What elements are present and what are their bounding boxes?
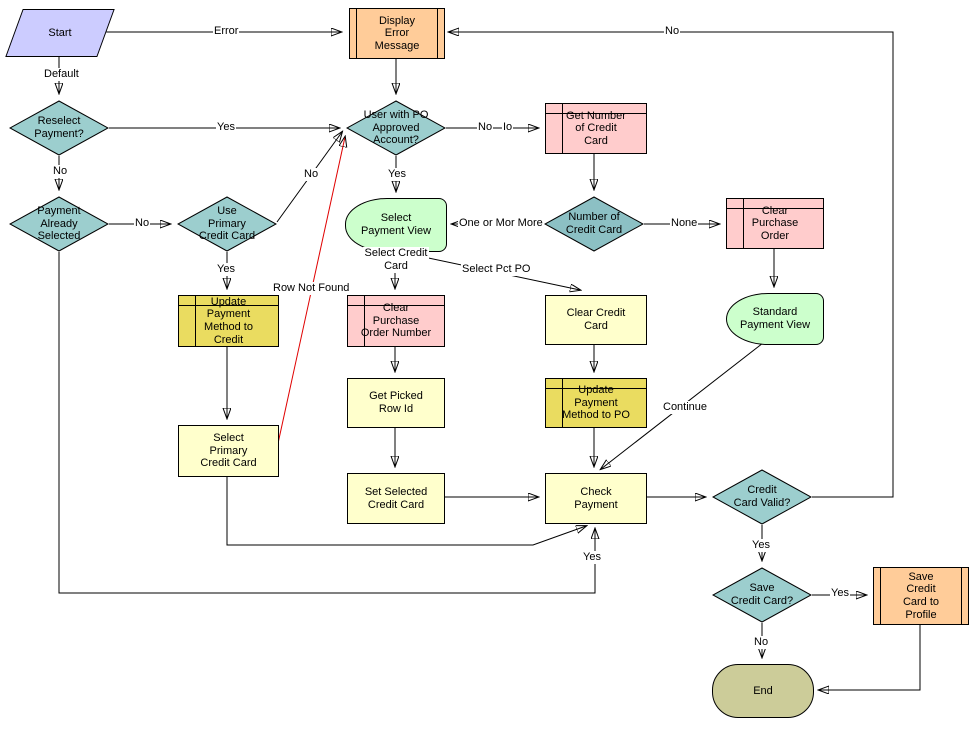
diamond-shape [712, 469, 812, 525]
table-column-divider [562, 104, 563, 153]
node-set-selected-credit-card[interactable]: Set Selected Credit Card [347, 473, 445, 524]
table-header-divider [179, 305, 278, 306]
table-header-divider [546, 388, 646, 389]
node-update-payment-method-to-po[interactable]: Update Payment Method to PO [545, 378, 647, 428]
edge-label-select-credit-card: Select Credit Card [363, 247, 429, 273]
table-header-divider [348, 305, 444, 306]
node-clear-credit-card[interactable]: Clear Credit Card [545, 295, 647, 345]
edge-label-continue: Continue [662, 401, 709, 414]
node-user-with-po-approved-account[interactable]: User with PO Approved Account? [346, 100, 446, 156]
table-header-divider [727, 208, 823, 209]
diamond-shape [544, 196, 644, 252]
edge-label-io-user-po: Io [502, 121, 514, 134]
edge-label-select-pct-po: Select Pct PO [461, 263, 532, 276]
table-column-divider [562, 379, 563, 427]
node-number-of-credit-card[interactable]: Number of Credit Card [544, 196, 644, 252]
edge-label-no-use-primary: No [303, 168, 320, 181]
node-display-error-message[interactable]: Display Error Message [349, 8, 445, 59]
edge-label-yes-use-primary: Yes [216, 263, 236, 276]
edge-label-no-user-po: No [477, 121, 494, 134]
node-update-payment-method-to-credit[interactable]: Update Payment Method to Credit [178, 295, 279, 347]
edge-label-error: Error [213, 25, 240, 38]
edge-profile-to-end [819, 623, 921, 690]
node-end[interactable]: End [712, 664, 814, 718]
edge-label-yes-payment-already: Yes [582, 551, 602, 564]
table-header-divider [546, 113, 646, 114]
node-standard-payment-view[interactable]: Standard Payment View [726, 293, 824, 345]
node-start[interactable]: Start [5, 9, 115, 57]
node-clear-purchase-order-number[interactable]: Clear Purchase Order Number [347, 295, 445, 347]
node-clear-purchase-order[interactable]: Clear Purchase Order [726, 198, 824, 249]
node-get-number-of-credit-card[interactable]: Get Number of Credit Card [545, 103, 647, 154]
edge-label-yes-user-po: Yes [387, 168, 407, 181]
node-use-primary-credit-card[interactable]: Use Primary Credit Card [177, 196, 277, 252]
diamond-shape [9, 196, 109, 252]
edge-label-default: Default [43, 68, 80, 81]
node-select-primary-credit-card[interactable]: Select Primary Credit Card [178, 425, 279, 477]
diamond-shape [9, 100, 109, 156]
diamond-shape [712, 567, 812, 623]
node-save-credit-card[interactable]: Save Credit Card? [712, 567, 812, 623]
node-reselect-payment[interactable]: Reselect Payment? [9, 100, 109, 156]
diamond-shape [346, 100, 446, 156]
edge-label-none: None [670, 217, 699, 230]
diamond-shape [177, 196, 277, 252]
edge-label-yes-cc-valid: Yes [751, 539, 771, 552]
edge-label-no-reselect: No [52, 165, 69, 178]
table-column-divider [743, 199, 744, 248]
edge-label-no-save-cc: No [753, 636, 770, 649]
edge-payment-already-yes-to-check-payment [58, 252, 595, 594]
edge-label-no-payment-already: No [134, 217, 151, 230]
edge-select-primary-to-check-payment [226, 475, 586, 546]
edge-label-yes-reselect: Yes [216, 121, 236, 134]
edge-label-no-top: No [664, 25, 681, 38]
edge-label-yes-save-cc: Yes [830, 587, 850, 600]
node-credit-card-valid[interactable]: Credit Card Valid? [712, 469, 812, 525]
edge-label-row-not-found: Row Not Found [272, 282, 351, 295]
node-check-payment[interactable]: Check Payment [545, 473, 647, 524]
edge-label-one-or-more: One or Mor More [458, 217, 544, 230]
table-column-divider [195, 296, 196, 346]
table-column-divider [364, 296, 365, 346]
node-get-picked-row-id[interactable]: Get Picked Row Id [347, 378, 445, 428]
node-select-payment-view[interactable]: Select Payment View [345, 198, 447, 252]
node-save-credit-card-to-profile[interactable]: Save Credit Card to Profile [873, 567, 969, 625]
node-payment-already-selected[interactable]: Payment Already Selected [9, 196, 109, 252]
